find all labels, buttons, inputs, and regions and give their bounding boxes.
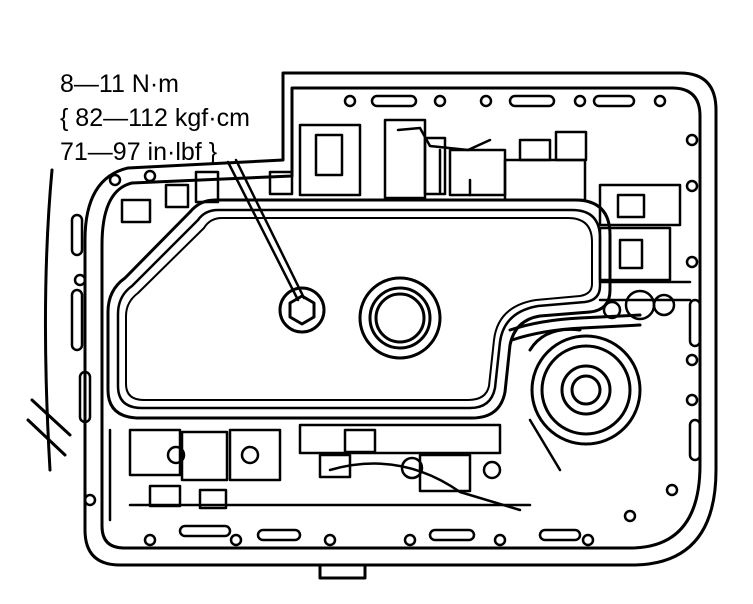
case-edge-line [26,418,67,457]
oil-tube [510,323,642,342]
case-edge-line [30,398,72,437]
accumulator-piston-icon [528,327,642,446]
torque-spec-inlbf: 71—97 in·lbf } [60,138,218,166]
case-flange-inner [100,86,702,550]
valve-body-lower [108,418,562,522]
valve-body-upper [120,118,588,224]
torque-spec-nm: 8—11 N·m [60,70,180,98]
filter-outlet-icon [358,276,442,360]
torque-leader-line [234,158,306,300]
case-edge-line [43,168,54,472]
bolt-icon [278,286,326,334]
oil-tube [508,313,642,332]
valve-body-right [598,183,692,321]
torque-spec-kgfcm: { 82—112 kgf·cm [60,104,250,132]
case-flange-outer [83,71,718,567]
case-bottom-tab [318,563,367,580]
case-bolt-holes [73,94,699,547]
case-slots [70,94,702,542]
oil-strainer-gasket [116,208,602,410]
oil-strainer-inner [125,217,593,401]
torque-leader-line [226,160,300,302]
oil-strainer-outline [106,198,612,420]
